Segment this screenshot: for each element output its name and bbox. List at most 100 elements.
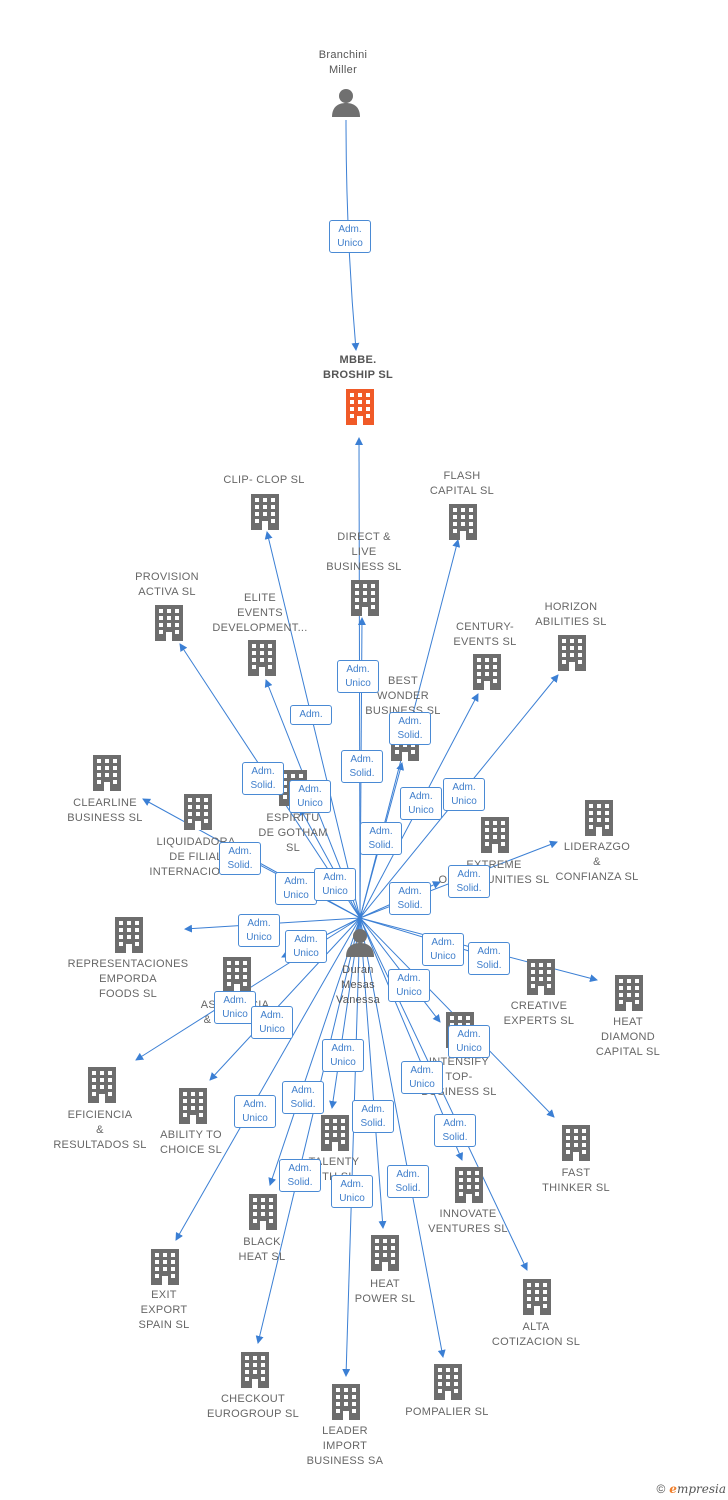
node-label-eficiencia[interactable]: EFICIENCIA&RESULTADOS SL: [35, 1108, 165, 1153]
node-label-clip[interactable]: CLIP- CLOP SL: [199, 473, 329, 488]
relation-badge-mbbe[interactable]: Adm.Unico: [337, 660, 379, 693]
building-icon-clip[interactable]: [251, 494, 279, 530]
relation-badge-eficiencia[interactable]: Adm.Unico: [214, 991, 256, 1024]
relation-badge-blackheat[interactable]: Adm.Solid.: [352, 1100, 394, 1133]
relation-badge-talenty[interactable]: Adm.Unico: [322, 1039, 364, 1072]
building-icon-blackheat[interactable]: [249, 1194, 277, 1230]
building-icon-exit[interactable]: [151, 1249, 179, 1285]
relation-badge-direct[interactable]: Adm.Solid.: [341, 750, 383, 783]
building-icon-leader[interactable]: [332, 1384, 360, 1420]
building-icon-clearline[interactable]: [93, 755, 121, 791]
relation-badge-mbbe_top[interactable]: Adm.Unico: [329, 220, 371, 253]
building-icon-provision[interactable]: [155, 605, 183, 641]
relation-badge-ability[interactable]: Adm.Unico: [251, 1006, 293, 1039]
building-icon-mbbe[interactable]: [346, 389, 374, 425]
relation-badge-innovate[interactable]: Adm.Unico: [401, 1061, 443, 1094]
building-icon-ability[interactable]: [179, 1088, 207, 1124]
building-icon-talenty[interactable]: [321, 1115, 349, 1151]
relation-badge-elite[interactable]: Adm.: [290, 705, 332, 725]
building-icon-elite[interactable]: [248, 640, 276, 676]
building-icon-century[interactable]: [473, 654, 501, 690]
relation-badge-clip[interactable]: Adm.Unico: [314, 868, 356, 901]
relation-badge-leader[interactable]: Adm.Unico: [331, 1175, 373, 1208]
building-icon-horizon[interactable]: [558, 635, 586, 671]
relation-badge-pompalier[interactable]: Adm.Solid.: [387, 1165, 429, 1198]
relation-badge-provision[interactable]: Adm.Solid.: [242, 762, 284, 795]
building-icon-flash[interactable]: [449, 504, 477, 540]
empresia-credit[interactable]: ©empresia: [656, 1482, 726, 1496]
relation-badge-liderazgo[interactable]: Adm.Solid.: [448, 865, 490, 898]
building-icon-alta[interactable]: [523, 1279, 551, 1315]
node-label-liderazgo[interactable]: LIDERAZGO&CONFIANZA SL: [532, 840, 662, 885]
relation-badge-espiritu[interactable]: Adm.Unico: [289, 780, 331, 813]
building-icon-heatpower[interactable]: [371, 1235, 399, 1271]
building-icon-fast[interactable]: [562, 1125, 590, 1161]
person-icon-duran[interactable]: [346, 929, 374, 957]
node-label-line: Duran: [342, 964, 374, 976]
relation-badge-bestwonder[interactable]: Adm.Solid.: [389, 712, 431, 745]
node-label-pompalier[interactable]: POMPALIER SL: [382, 1405, 512, 1420]
relation-badge-checkout[interactable]: Adm.Solid.: [279, 1159, 321, 1192]
building-icon-eficiencia[interactable]: [88, 1067, 116, 1103]
node-label-mbbe[interactable]: MBBE.BROSHIP SL: [293, 353, 423, 383]
relation-badge-horizon[interactable]: Adm.Unico: [443, 778, 485, 811]
relation-badge-line: Adm.: [291, 1085, 315, 1096]
relation-badge-intensify[interactable]: Adm.Unico: [388, 969, 430, 1002]
relation-badge-extreme[interactable]: Adm.Solid.: [389, 882, 431, 915]
relation-badge-century[interactable]: Adm.Unico: [400, 787, 442, 820]
building-icon-checkout[interactable]: [241, 1352, 269, 1388]
relation-badge-heatpower[interactable]: Adm.Solid.: [282, 1081, 324, 1114]
building-icon-direct[interactable]: [351, 580, 379, 616]
person-icon-branchini[interactable]: [332, 89, 360, 117]
building-icon-heatdiamond[interactable]: [615, 975, 643, 1011]
node-label-line: ESPIRITU: [266, 812, 320, 824]
relation-badge-line: Unico: [408, 805, 434, 816]
relation-badge-heatdiamond[interactable]: Adm.Solid.: [468, 942, 510, 975]
relation-badge-creative[interactable]: Adm.Unico: [422, 933, 464, 966]
relation-badge-fast[interactable]: Adm.Unico: [448, 1025, 490, 1058]
relation-badge-representaciones[interactable]: Adm.Unico: [238, 914, 280, 947]
building-icon-pompalier[interactable]: [434, 1364, 462, 1400]
relation-badge-flash[interactable]: Adm.Solid.: [360, 822, 402, 855]
relation-badge-line: Unico: [430, 951, 456, 962]
building-icon-liderazgo[interactable]: [585, 800, 613, 836]
relation-badge-liquidadora[interactable]: Adm.Unico: [275, 872, 317, 905]
relation-badge-alta[interactable]: Adm.Solid.: [434, 1114, 476, 1147]
relation-badge-exit[interactable]: Adm.Unico: [234, 1095, 276, 1128]
relation-badge-clearline[interactable]: Adm.Solid.: [219, 842, 261, 875]
building-icon-creative[interactable]: [527, 959, 555, 995]
building-icon-extreme[interactable]: [481, 817, 509, 853]
building-icon-representaciones[interactable]: [115, 917, 143, 953]
building-icon-innovate[interactable]: [455, 1167, 483, 1203]
building-icon-liquidadora[interactable]: [184, 794, 212, 830]
node-label-century[interactable]: CENTURY-EVENTS SL: [420, 620, 550, 650]
node-label-line: LIDERAZGO: [563, 841, 631, 853]
node-label-line: COTIZACION SL: [491, 1336, 581, 1348]
relation-badge-asistencia[interactable]: Adm.Unico: [285, 930, 327, 963]
building-icon-asistencia[interactable]: [223, 957, 251, 993]
node-label-line: &: [96, 1124, 104, 1136]
